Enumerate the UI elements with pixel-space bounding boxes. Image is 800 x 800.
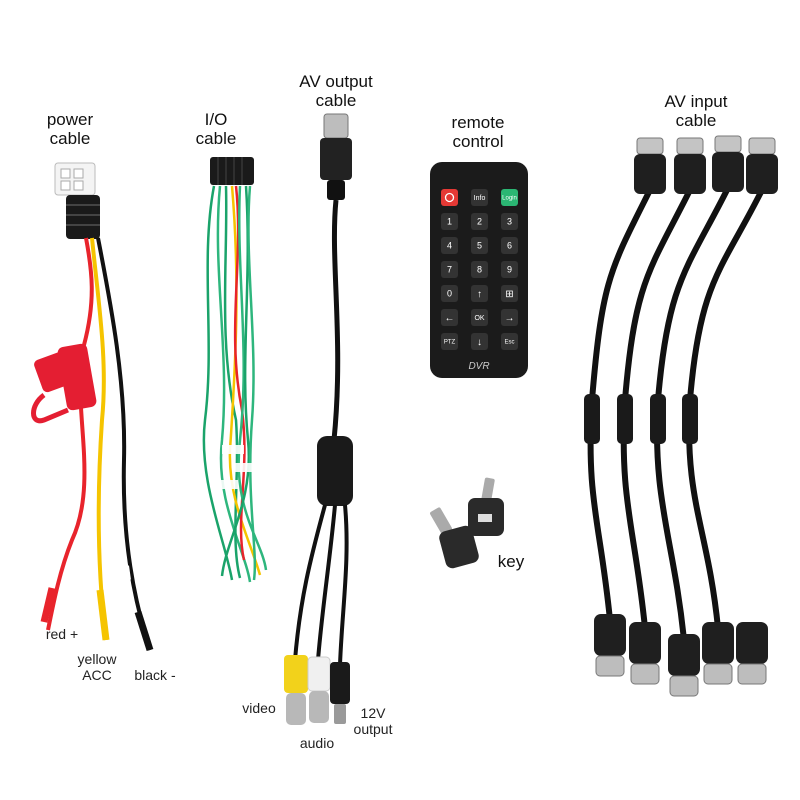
remote-right-button[interactable]	[501, 309, 518, 326]
remote-info-button-label: Info	[474, 195, 486, 202]
yellow-wire	[90, 237, 108, 641]
av-input-wire-4	[687, 188, 765, 401]
remote-digit-5[interactable]	[471, 237, 488, 254]
remote-login-button[interactable]	[501, 189, 518, 206]
av-input-ferrite-4	[682, 394, 698, 444]
remote-login-button-label: Login	[502, 196, 517, 202]
remote-esc-button-label: Esc	[504, 340, 514, 346]
remote-digit-1[interactable]	[441, 213, 458, 230]
remote-digit-0[interactable]	[441, 285, 458, 302]
remote-ok-button-label: OK	[474, 315, 484, 322]
av-input-plug-4	[702, 622, 734, 664]
label-key: key	[497, 552, 525, 571]
remote-digit-0-label: 0	[447, 289, 452, 299]
av-input-wire-2	[622, 188, 693, 401]
av-input-cables	[584, 135, 778, 697]
remote-down-button-label: ↓	[477, 337, 482, 348]
keys	[430, 477, 504, 569]
splitter	[317, 436, 353, 506]
remote-digit-6[interactable]	[501, 237, 518, 254]
av-input-plug-3	[668, 634, 700, 676]
power-boot	[66, 195, 100, 239]
av-output-cable	[284, 113, 353, 725]
rca-white	[307, 656, 331, 692]
remote-up-button-label: ↑	[477, 289, 482, 300]
label-audio: audio	[299, 735, 335, 751]
remote-ptz-button-label: PTZ	[444, 340, 456, 346]
av-input-wire-1	[589, 188, 653, 401]
av-input-wire-3	[655, 186, 731, 401]
io-connector	[210, 157, 254, 185]
remote-digit-8-label: 8	[477, 265, 482, 275]
remote-digit-1-label: 1	[447, 217, 452, 227]
remote-digit-8[interactable]	[471, 261, 488, 278]
remote-digit-6-label: 6	[507, 241, 512, 251]
av-input-connector-4	[748, 137, 776, 155]
av-input-ferrite-3	[650, 394, 666, 444]
av-input-plug-2	[629, 622, 661, 664]
remote-grid-button[interactable]	[501, 285, 518, 302]
remote-power-button[interactable]	[441, 189, 458, 206]
key-head-1	[439, 525, 479, 569]
remote-digit-4[interactable]	[441, 237, 458, 254]
av-output-connector	[323, 113, 349, 139]
label-video: video	[242, 700, 276, 716]
power-cable	[31, 162, 154, 652]
av-input-connector-1	[636, 137, 664, 155]
remote-digit-5-label: 5	[477, 241, 482, 251]
remote-digit-9[interactable]	[501, 261, 518, 278]
remote-digit-7[interactable]	[441, 261, 458, 278]
remote-ptz-button[interactable]	[441, 333, 458, 350]
remote-esc-button[interactable]	[501, 333, 518, 350]
remote-grid-button-label: ⊞	[505, 289, 513, 300]
black-wire	[96, 237, 152, 651]
power-icon	[444, 192, 455, 203]
av-input-connector-2	[676, 137, 704, 155]
av-input-connector-3	[714, 135, 742, 153]
remote-right-button-label: →	[505, 313, 515, 324]
remote-digit-2[interactable]	[471, 213, 488, 230]
remote-ok-button[interactable]	[471, 309, 488, 326]
remote-digit-3-label: 3	[507, 217, 512, 227]
dc-plug	[330, 662, 350, 704]
label-red: red +	[45, 626, 79, 642]
io-cable	[202, 157, 268, 583]
av-input-ferrite-2	[617, 394, 633, 444]
remote-digit-9-label: 9	[507, 265, 512, 275]
remote-left-button[interactable]	[441, 309, 458, 326]
remote-left-button-label: ←	[445, 313, 455, 324]
av-input-plug-1	[594, 614, 626, 656]
remote-down-button[interactable]	[471, 333, 488, 350]
remote-digit-7-label: 7	[447, 265, 452, 275]
av-input-plug-5	[736, 622, 768, 664]
remote-digit-3[interactable]	[501, 213, 518, 230]
red-wire	[46, 237, 94, 631]
remote-digit-2-label: 2	[477, 217, 482, 227]
remote-brand: DVR	[468, 361, 489, 372]
rca-yellow	[284, 655, 308, 693]
remote-up-button[interactable]	[471, 285, 488, 302]
remote-info-button[interactable]	[471, 189, 488, 206]
label-black: black -	[134, 667, 176, 683]
remote-digit-4-label: 4	[447, 241, 452, 251]
av-input-ferrite-1	[584, 394, 600, 444]
